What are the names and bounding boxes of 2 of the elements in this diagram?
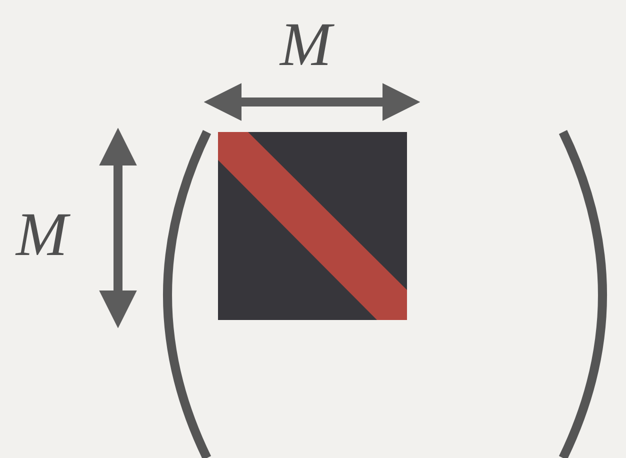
dimension-label: M	[16, 204, 68, 266]
dimension-label: M	[280, 14, 332, 76]
